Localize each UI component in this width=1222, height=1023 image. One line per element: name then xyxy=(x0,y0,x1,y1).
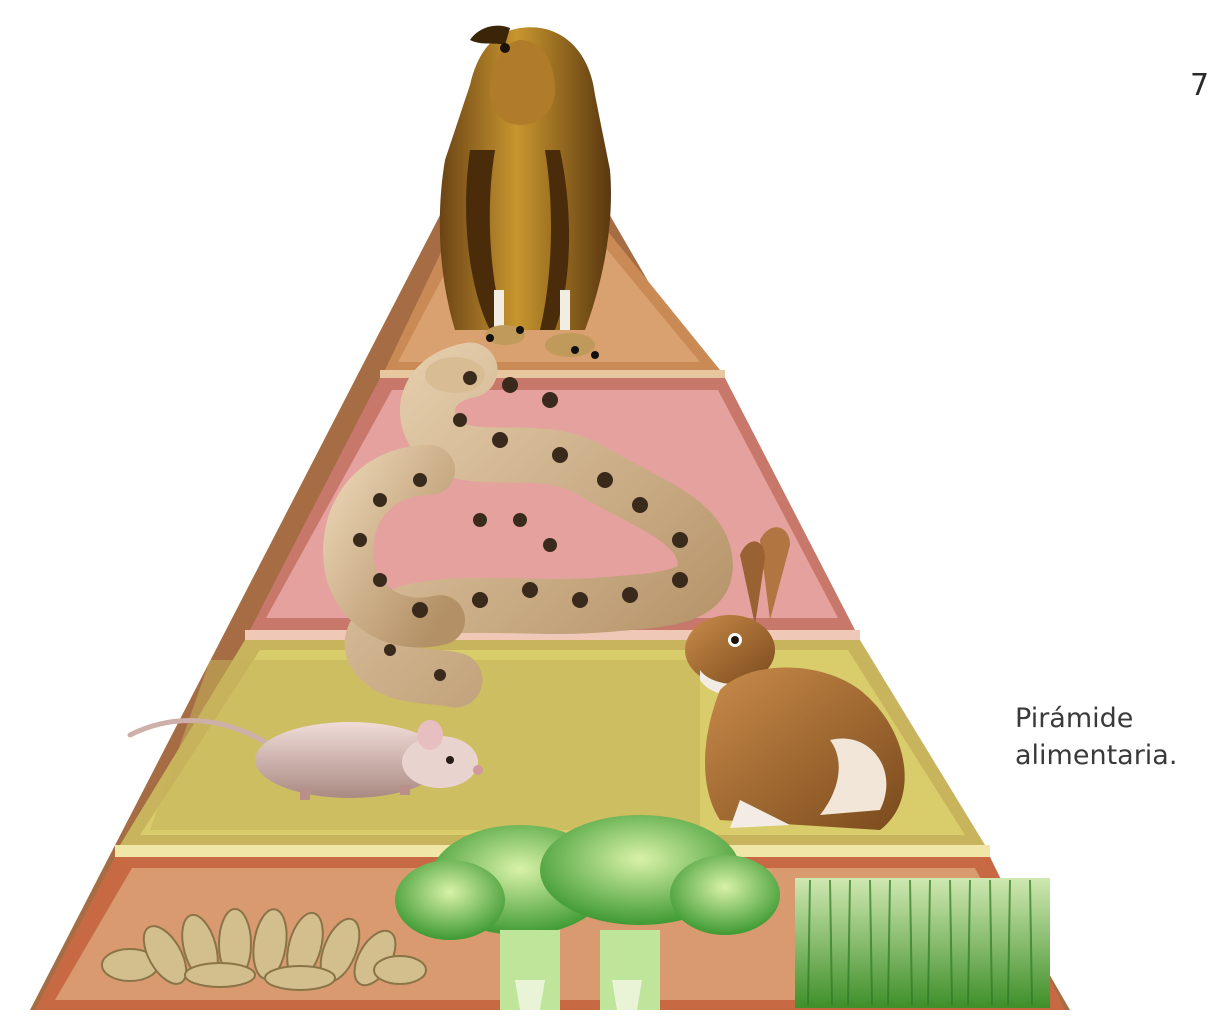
grass-illustration xyxy=(795,878,1050,1008)
caption-line-1: Pirámide xyxy=(1015,700,1215,737)
page-number: 7 xyxy=(1190,68,1209,103)
figure-caption: Pirámide alimentaria. xyxy=(1015,700,1215,774)
caption-line-2: alimentaria. xyxy=(1015,737,1215,774)
hawk-illustration xyxy=(440,26,611,359)
